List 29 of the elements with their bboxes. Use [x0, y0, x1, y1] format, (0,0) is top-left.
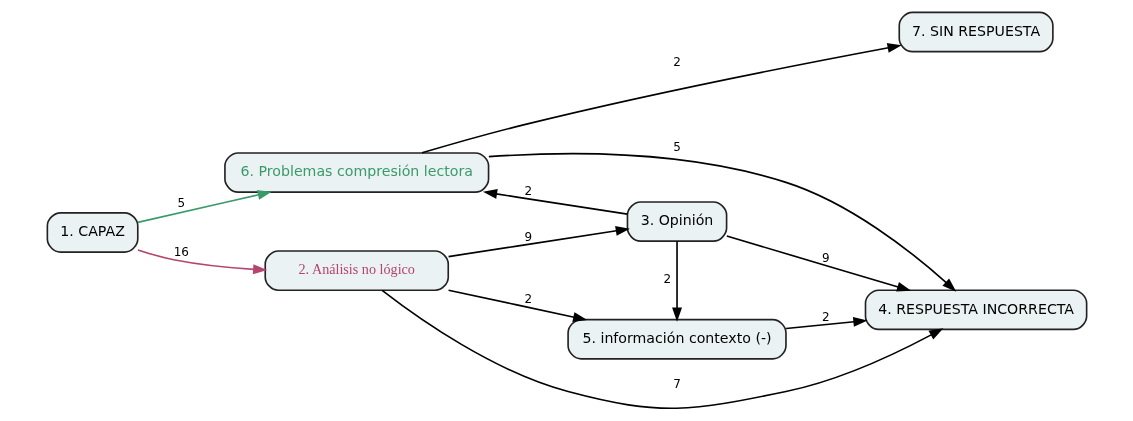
edge-label: 7: [672, 377, 681, 392]
arrow: [671, 240, 682, 322]
edge-label: 5: [672, 139, 681, 154]
arrow: [136, 190, 272, 224]
edge-label: 2: [524, 184, 532, 199]
edge-label: 9: [821, 250, 830, 265]
edge-label: 2: [672, 54, 681, 69]
edge-label: 9: [524, 229, 532, 244]
edge-label: 16: [173, 245, 189, 260]
arrow: [136, 249, 267, 275]
node-box: 3. Opinión: [626, 201, 727, 242]
node-box: 6. Problemas compresión lectora: [223, 152, 489, 193]
node-box: 2. Análisis no lógico: [263, 250, 449, 292]
arrow: [725, 235, 911, 292]
node-box: 4. RESPUESTA INCORRECTA: [864, 289, 1087, 331]
arrow: [482, 189, 628, 215]
edge-label: 2: [524, 292, 532, 307]
arrow: [380, 289, 943, 410]
node-box: 7. SIN RESPUESTA: [897, 11, 1054, 53]
arrow: [487, 153, 956, 292]
edge-label: 2: [821, 309, 830, 324]
edge-label: 5: [177, 196, 185, 211]
arrow: [784, 316, 867, 330]
node-box: 1. CAPAZ: [46, 212, 139, 253]
arrow: [447, 225, 630, 258]
node-box: 5. información contexto (-): [566, 318, 787, 360]
arrow: [420, 43, 902, 154]
arrow: [447, 289, 587, 322]
edge-label: 2: [662, 272, 671, 287]
